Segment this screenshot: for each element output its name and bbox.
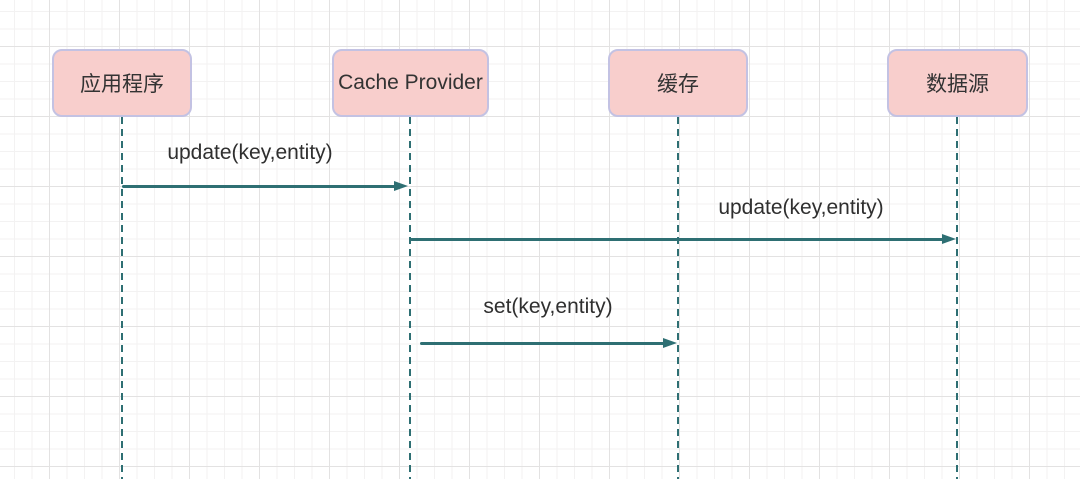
actor-box-cache-provider: Cache Provider <box>332 49 489 117</box>
actor-box-cache: 缓存 <box>608 49 748 117</box>
message-2-label: update(key,entity) <box>718 196 884 219</box>
actor-label-cache-provider: Cache Provider <box>338 71 483 94</box>
actor-box-application: 应用程序 <box>52 49 192 117</box>
actor-label-cache: 缓存 <box>657 73 699 96</box>
lifeline-application <box>121 117 123 479</box>
lifeline-cache-provider <box>409 117 411 479</box>
message-2-line <box>410 238 944 241</box>
message-1-line <box>122 185 396 188</box>
message-1-label: update(key,entity) <box>167 141 333 164</box>
actor-label-datasource: 数据源 <box>926 73 989 96</box>
message-3-arrow-head <box>663 338 677 348</box>
message-2-arrow-head <box>942 234 956 244</box>
lifeline-datasource <box>956 117 958 479</box>
actor-box-datasource: 数据源 <box>887 49 1028 117</box>
message-3-label: set(key,entity) <box>483 295 613 318</box>
message-3-line <box>420 342 665 345</box>
lifeline-cache <box>677 117 679 479</box>
message-1-arrow-head <box>394 181 408 191</box>
actor-label-application: 应用程序 <box>80 73 164 96</box>
